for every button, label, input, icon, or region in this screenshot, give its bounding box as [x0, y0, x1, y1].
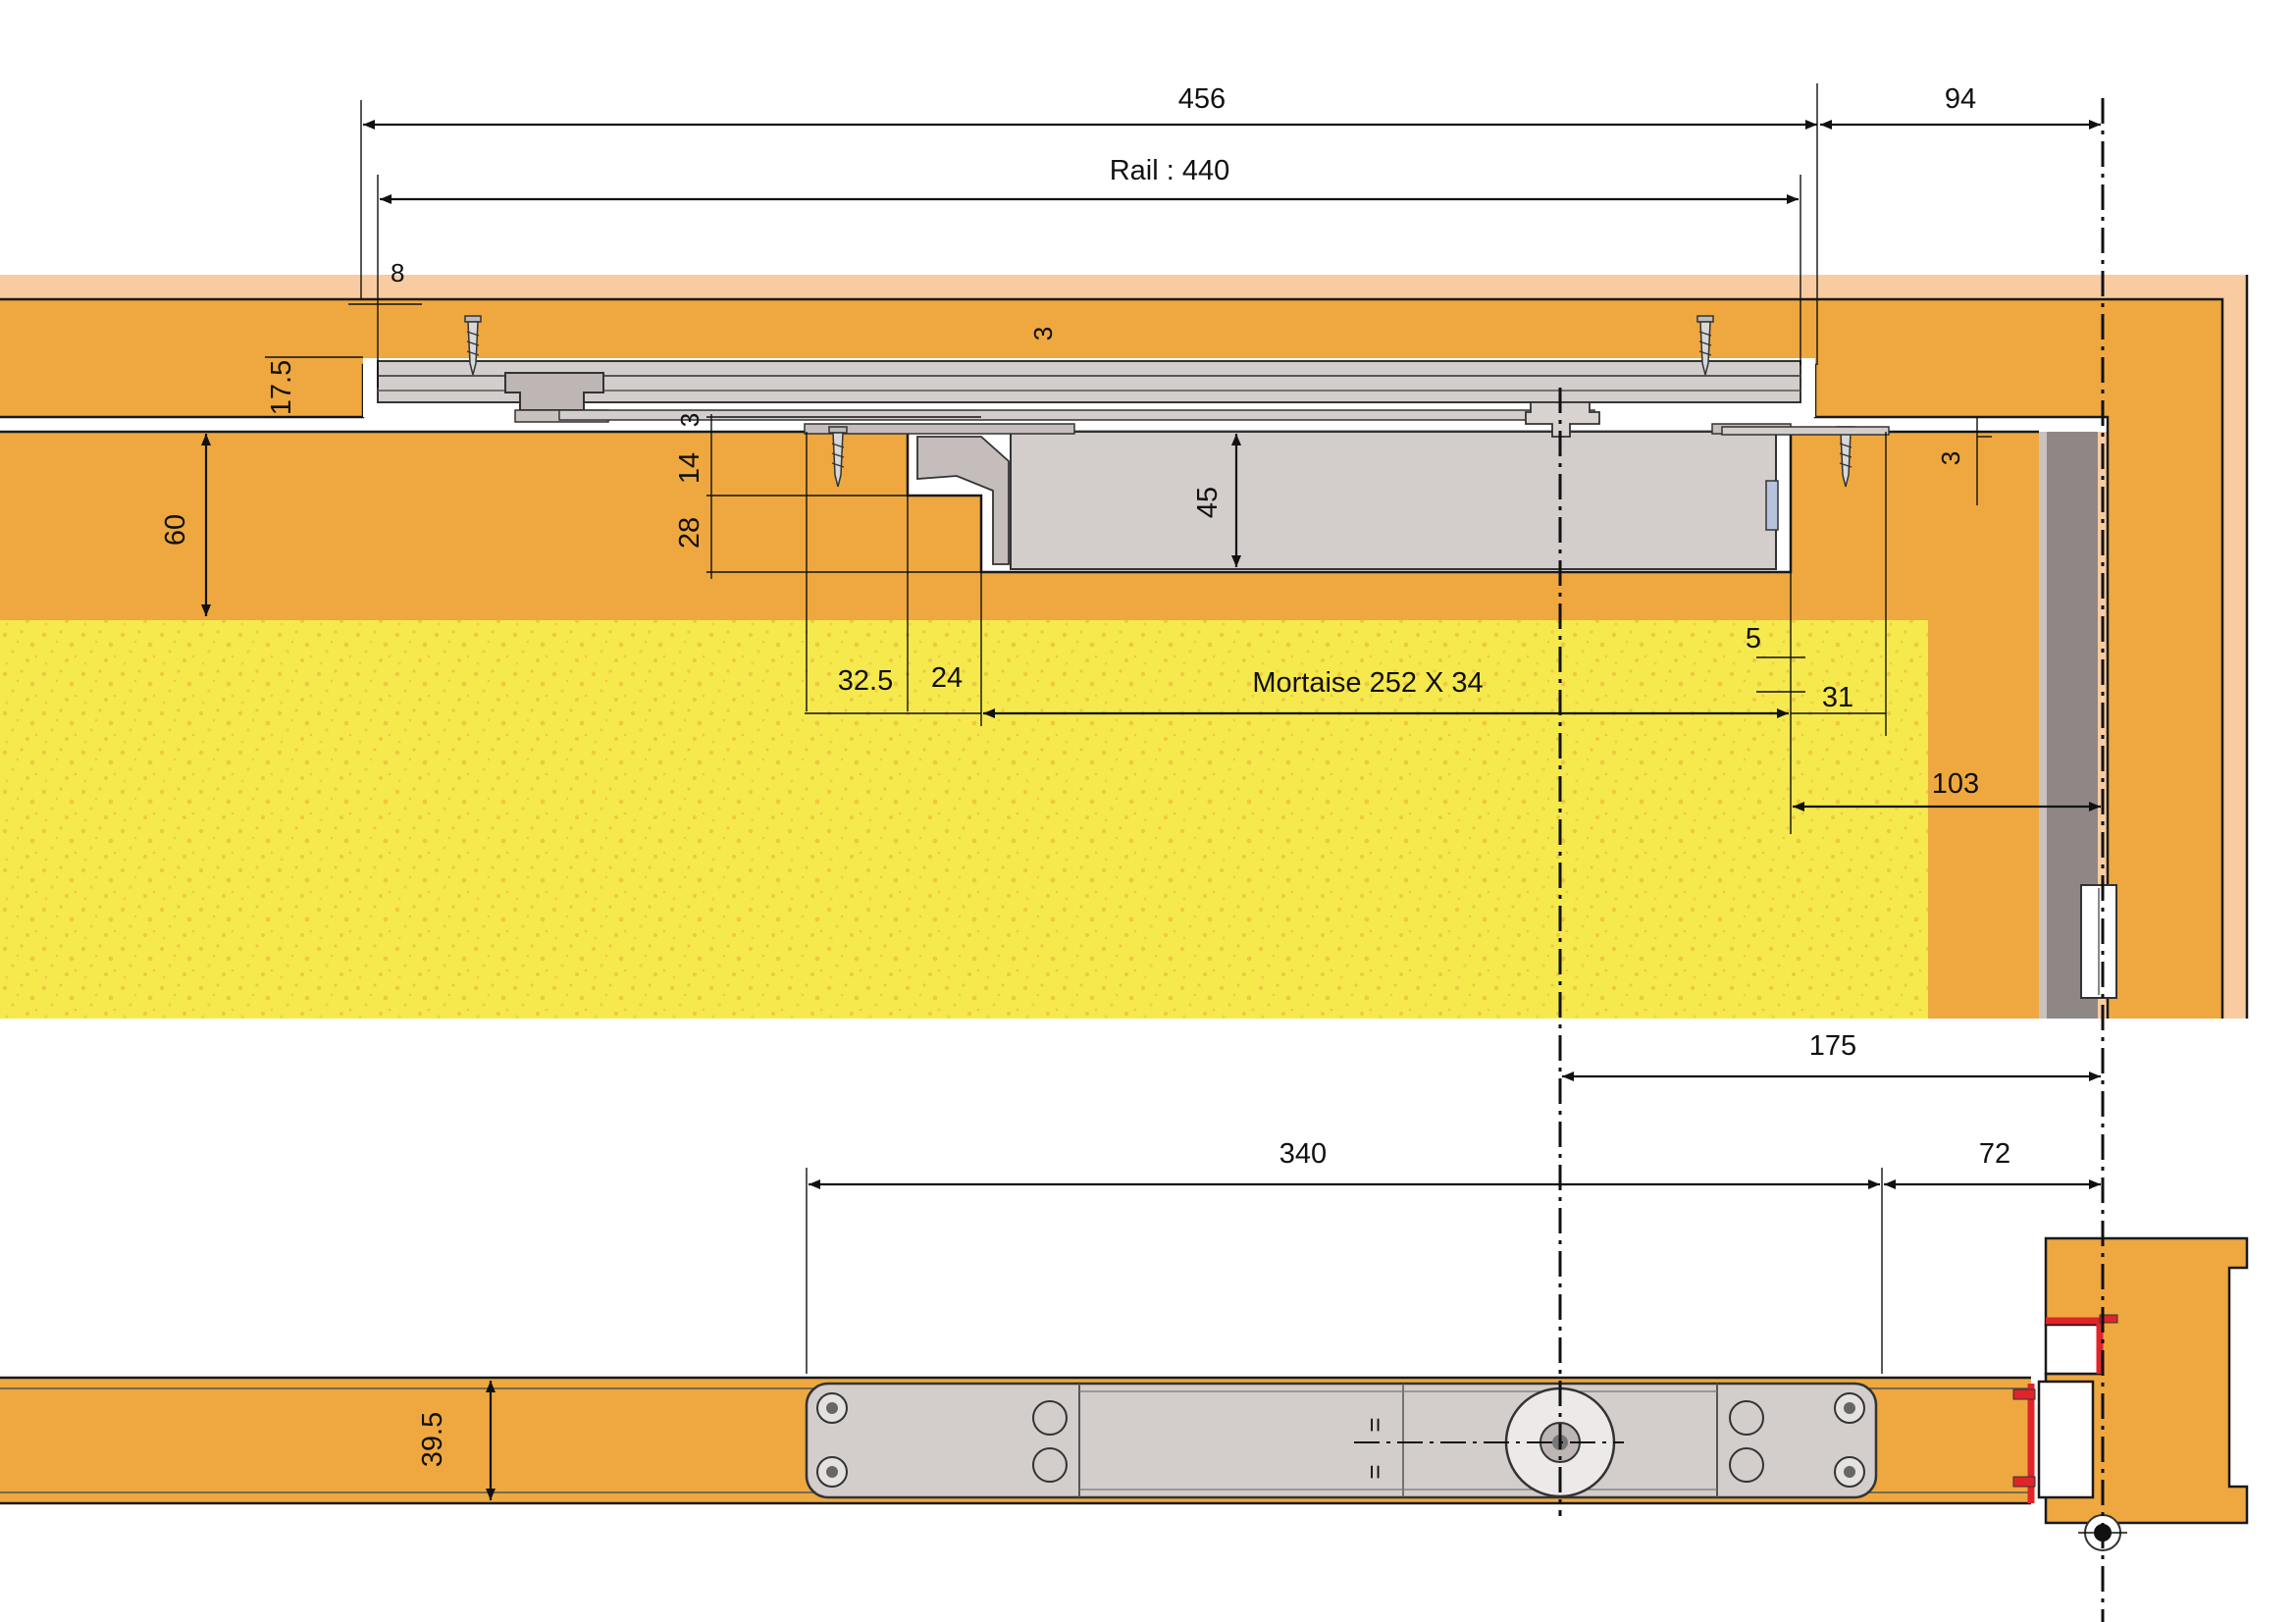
dim-rail-440: Rail : 440	[1110, 155, 1230, 186]
screw-icon	[828, 426, 848, 488]
adjustment-hole-icon	[1032, 1400, 1764, 1483]
dim-175: 175	[1809, 1030, 1856, 1062]
dim-24: 24	[931, 662, 963, 694]
dim-28: 28	[674, 517, 705, 549]
dim-39-5: 39.5	[417, 1412, 448, 1467]
frame-jamb	[2108, 299, 2222, 1019]
pivot-block	[1525, 401, 1600, 438]
screw-icon	[1696, 315, 1714, 376]
equal-mark-top: =	[1360, 1417, 1389, 1432]
top-section-view	[0, 275, 2249, 1019]
dim-32-5: 32.5	[838, 665, 893, 697]
dim-456: 456	[1178, 83, 1226, 115]
dim-45: 45	[1192, 487, 1224, 518]
dim-5: 5	[1746, 623, 1761, 654]
dim-60: 60	[160, 514, 191, 546]
dim-17-5: 17.5	[266, 360, 297, 415]
closer-plate	[805, 1382, 1878, 1499]
mounting-hole-icon	[816, 1392, 1865, 1488]
equal-mark-bottom: =	[1360, 1464, 1389, 1479]
dim-3-step: 3	[675, 413, 704, 427]
closer-body	[1010, 431, 1777, 570]
door-core	[0, 620, 1928, 1019]
cover-plate	[558, 409, 1595, 421]
dim-72: 72	[1979, 1138, 2010, 1170]
hinge-icon	[2080, 884, 2117, 999]
dim-103: 103	[1932, 768, 1979, 800]
dim-340: 340	[1279, 1138, 1327, 1170]
screw-icon	[464, 315, 482, 376]
end-bracket	[916, 436, 1010, 565]
bottom-plan-view	[0, 1236, 2249, 1551]
dim-mortise: Mortaise 252 X 34	[1252, 667, 1483, 699]
dimension-lines	[201, 83, 2101, 1500]
dim-94: 94	[1945, 83, 1976, 115]
dim-14: 14	[674, 452, 705, 484]
dim-31: 31	[1822, 682, 1853, 713]
dim-3-right: 3	[1936, 451, 1965, 465]
dim-8: 8	[391, 258, 404, 288]
dimension-labels: 456 94 Rail : 440 8 17.5 3 60 3 14 28 45…	[160, 83, 2010, 1480]
dim-3-plate: 3	[1028, 327, 1058, 340]
